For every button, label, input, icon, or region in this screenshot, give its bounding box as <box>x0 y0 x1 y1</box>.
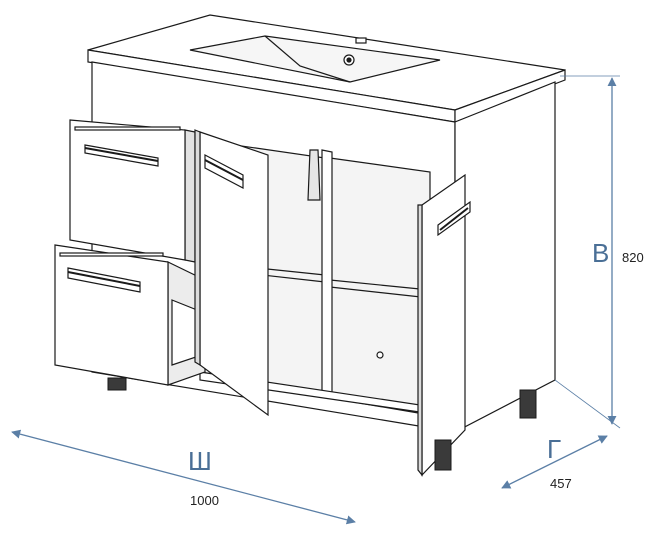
depth-value: 457 <box>550 476 572 491</box>
door-right[interactable] <box>417 173 471 477</box>
door-right-handle-icon <box>437 200 471 237</box>
height-value: 820 <box>622 250 644 265</box>
height-letter: В <box>592 238 609 268</box>
dimension-lines <box>11 75 621 525</box>
leg-front-right <box>434 439 452 471</box>
width-dimension-line <box>11 429 356 525</box>
door-left[interactable] <box>194 129 269 417</box>
basin-top <box>87 14 566 123</box>
depth-dimension-line <box>501 435 608 489</box>
width-letter: Ш <box>188 446 212 476</box>
drain-hole-icon <box>376 351 384 359</box>
door-left-handle-icon <box>204 154 244 189</box>
width-value: 1000 <box>190 493 219 508</box>
legs <box>107 377 537 471</box>
depth-letter: Г <box>547 434 561 464</box>
drawer-top[interactable] <box>69 119 196 263</box>
leg-front-left <box>107 377 127 391</box>
drawer-bottom-handle-icon <box>67 267 141 293</box>
leg-back-right <box>519 389 537 419</box>
sink-bowl <box>189 35 441 83</box>
drawer-top-handle-icon <box>84 144 159 167</box>
